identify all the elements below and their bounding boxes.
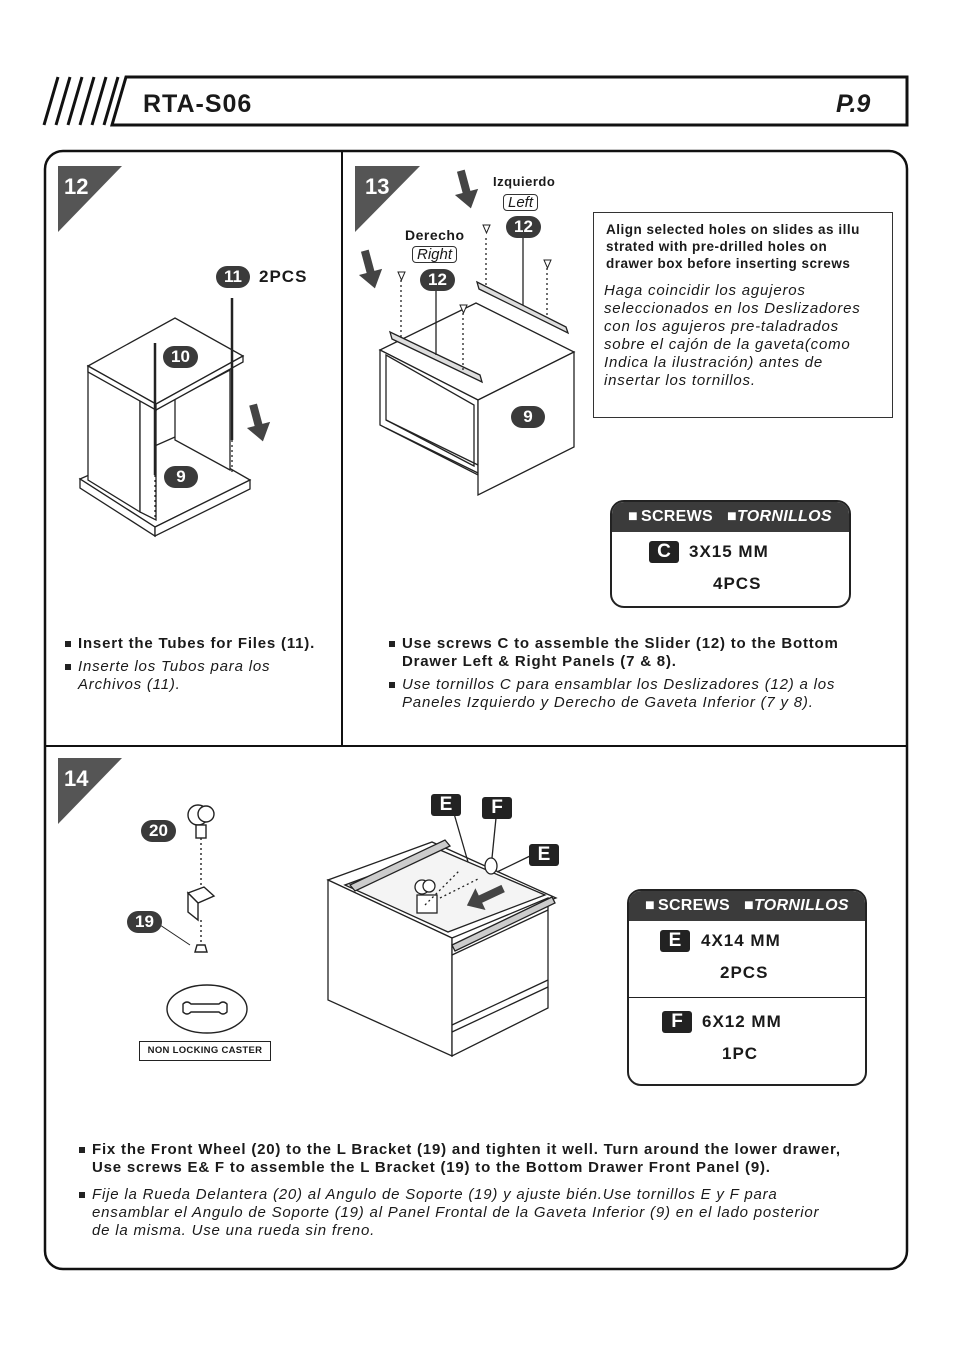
- step13-triangle: [355, 166, 420, 232]
- tornillos-label-2: TORNILLOS: [753, 897, 849, 914]
- main-frame: [43, 149, 909, 1271]
- alignment-note: Align selected holes on slides as illu s…: [593, 212, 893, 418]
- screw-e-callout-2: E: [529, 844, 559, 866]
- right-label-es: Derecho: [405, 227, 465, 243]
- step14-drawer-drawing: [326, 809, 558, 1058]
- step13-instructions: Use screws C to assemble the Slider (12)…: [389, 635, 892, 712]
- header-stripes: [42, 76, 120, 126]
- step12-triangle: [58, 166, 122, 232]
- step12-box-drawing: [78, 298, 252, 538]
- step14-instructions: Fix the Front Wheel (20) to the L Bracke…: [79, 1141, 897, 1240]
- left-label-en: Left: [503, 194, 539, 211]
- step12-instructions: Insert the Tubes for Files (11). Inserte…: [65, 635, 338, 694]
- page-number: P.9: [836, 90, 871, 118]
- step14-triangle: [58, 758, 122, 824]
- step14-number: 14: [64, 766, 89, 791]
- note-es-line-4: sobre el cajón de la gaveta(como: [604, 336, 851, 353]
- screws-label-2: SCREWS: [657, 897, 730, 914]
- step13-number: 13: [365, 174, 390, 199]
- part-label-bracket: 19: [127, 911, 162, 933]
- note-es-line-5: Indica la ilustración) antes de: [604, 354, 824, 371]
- step13-instruction-en-1: Use screws C to assemble the Slider (12)…: [402, 635, 839, 652]
- screw-c-size: 3X15 MM: [689, 542, 769, 561]
- step13-arrow-right-icon: [358, 249, 383, 289]
- note-en-line-3: drawer box before inserting screws: [606, 256, 851, 271]
- step13-drawer-drawing: [378, 237, 576, 497]
- part-label-base: 9: [164, 466, 198, 488]
- part-label-wheel: 20: [141, 820, 176, 842]
- left-label-es: Izquierdo: [493, 174, 556, 189]
- screw-e-letter: E: [660, 930, 690, 952]
- screw-e-callout-1: E: [431, 794, 461, 816]
- screw-c-qty: 4PCS: [713, 574, 762, 593]
- part-label-tube: 11: [216, 266, 250, 288]
- note-es-line-3: con los agujeros pre-taladrados: [604, 318, 839, 335]
- step12-number: 12: [64, 174, 89, 199]
- step14-instruction-es-1: Fije la Rueda Delantera (20) al Angulo d…: [92, 1186, 778, 1203]
- non-locking-caster-label: NON LOCKING CASTER: [139, 1041, 271, 1061]
- screw-e-size: 4X14 MM: [701, 931, 781, 950]
- screw-f-qty: 1PC: [722, 1044, 759, 1063]
- document-title: RTA-S06: [143, 90, 253, 118]
- part-label-top: 10: [163, 346, 198, 368]
- step13-instruction-es-1: Use tornillos C para ensamblar los Desli…: [402, 676, 836, 693]
- step13-instruction-en-2: Drawer Left & Right Panels (7 & 8).: [402, 653, 677, 670]
- note-es-line-1: Haga coincidir los agujeros: [604, 282, 806, 299]
- screw-e-qty: 2PCS: [720, 963, 769, 982]
- caster-wheel-drawing: [159, 804, 248, 1034]
- step12-arrow-icon: [246, 403, 271, 442]
- screws-label: SCREWS: [640, 508, 713, 525]
- step14-instruction-en-1: Fix the Front Wheel (20) to the L Bracke…: [92, 1141, 841, 1158]
- step12-instruction-en: Insert the Tubes for Files (11).: [78, 635, 316, 652]
- step13-instruction-es-2: Paneles Izquierdo y Derecho de Gaveta In…: [402, 694, 814, 711]
- screw-c-letter: C: [649, 541, 679, 563]
- tornillos-label: TORNILLOS: [736, 508, 832, 525]
- tube-quantity: 2PCS: [259, 267, 308, 286]
- note-en-line-1: Align selected holes on slides as illu: [606, 222, 860, 237]
- note-es-line-2: seleccionados en los Deslizadores: [604, 300, 861, 317]
- part-label-slide-left: 12: [506, 216, 541, 238]
- screw-f-letter: F: [662, 1011, 692, 1033]
- screws-divider: [629, 997, 865, 998]
- step13-screw-icons: [397, 224, 552, 315]
- header-frame: [110, 75, 909, 127]
- step12-instruction-es-1: Inserte los Tubos para los: [78, 658, 271, 675]
- step14-instruction-en-2: Use screws E& F to assemble the L Bracke…: [92, 1159, 771, 1176]
- part-label-slide-right: 12: [420, 269, 455, 291]
- step14-arrow-icon: [466, 884, 505, 910]
- screw-f-size: 6X12 MM: [702, 1012, 782, 1031]
- note-en-line-2: strated with pre-drilled holes on: [606, 239, 828, 254]
- right-label-en: Right: [412, 246, 458, 263]
- step14-instruction-es-3: de la misma. Use una rueda sin freno.: [92, 1222, 376, 1239]
- step12-instruction-es-2: Archivos (11).: [78, 676, 181, 693]
- step13-arrow-left-icon: [454, 169, 479, 209]
- screw-f-callout: F: [482, 797, 512, 819]
- screws-box-ef: ■SCREWS■TORNILLOS: [627, 889, 867, 1086]
- part-label-panel: 9: [511, 406, 545, 428]
- step14-instruction-es-2: ensamblar el Angulo de Soporte (19) al P…: [92, 1204, 820, 1221]
- note-es-line-6: insertar los tornillos.: [604, 372, 756, 389]
